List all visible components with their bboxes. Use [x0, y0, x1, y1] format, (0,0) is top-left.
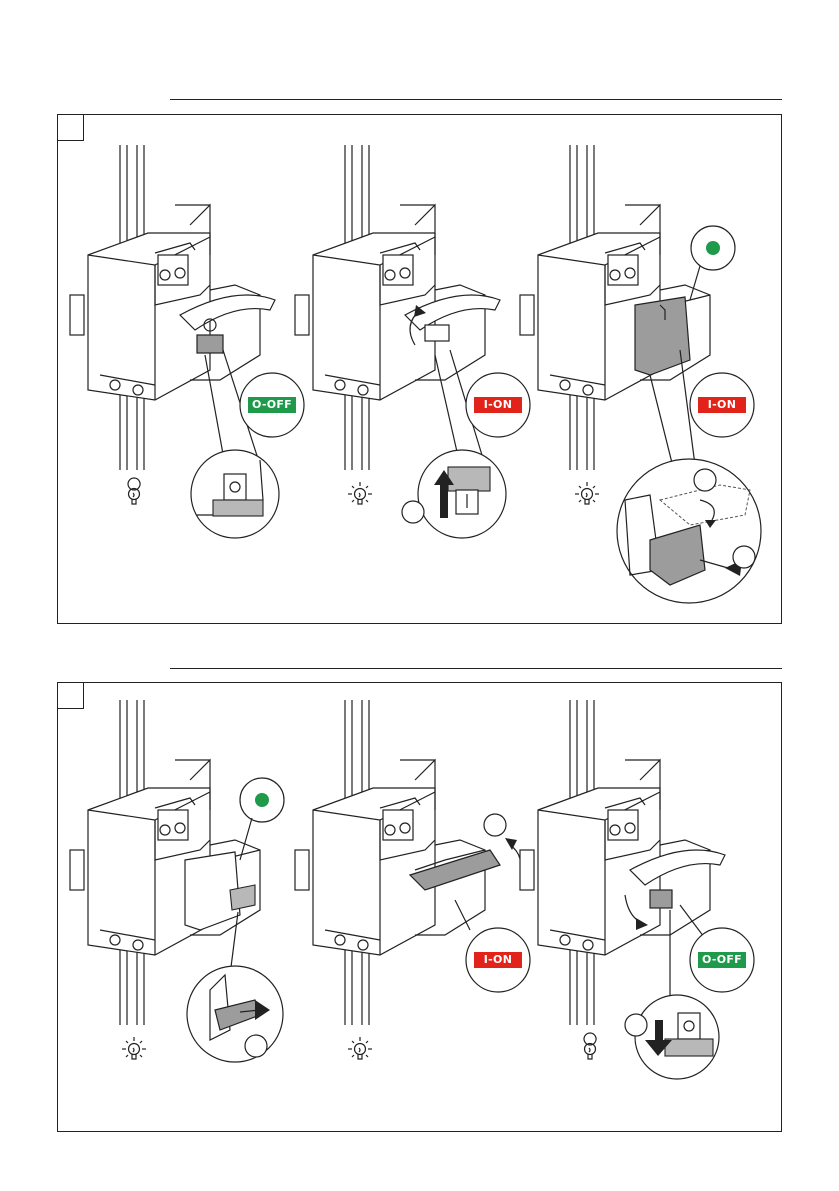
step-1-2-status-badge: I-ON	[474, 397, 522, 413]
step-1-3-zoom-inset	[617, 459, 761, 603]
step-1-2-zoom-inset	[402, 450, 506, 538]
step-2-3-lamp-unlit-icon	[584, 1033, 596, 1059]
step-1-3-indicator-circle	[690, 226, 735, 300]
step-1-2-breaker	[295, 145, 500, 470]
step-1-3-breaker	[520, 145, 710, 475]
step-2-2-status-badge: I-ON	[474, 952, 522, 968]
step-2-2-lamp-lit-icon	[348, 1037, 372, 1059]
step-1-3-status-badge: I-ON	[698, 397, 746, 413]
step-1-1-lamp-unlit-icon	[128, 478, 140, 504]
step-1-3-green-indicator-icon	[706, 241, 720, 255]
step-2-1-zoom-inset	[187, 966, 283, 1062]
step-1-1-lever	[197, 335, 223, 353]
step-2-3-status-badge: O-OFF	[698, 952, 746, 968]
step-1-3-lamp-lit-icon	[575, 482, 599, 504]
step-2-1-green-indicator-icon	[255, 793, 269, 807]
step-1-1-status-badge: O-OFF	[248, 397, 296, 413]
step-2-1-indicator-circle	[240, 778, 284, 860]
step-1-2-lamp-lit-icon	[348, 482, 372, 504]
step-2-3-zoom-inset	[625, 995, 719, 1079]
step-1-1-zoom-inset	[191, 450, 279, 538]
step-2-1-lamp-lit-icon	[122, 1037, 146, 1059]
step-2-2-step-circle	[484, 814, 506, 836]
